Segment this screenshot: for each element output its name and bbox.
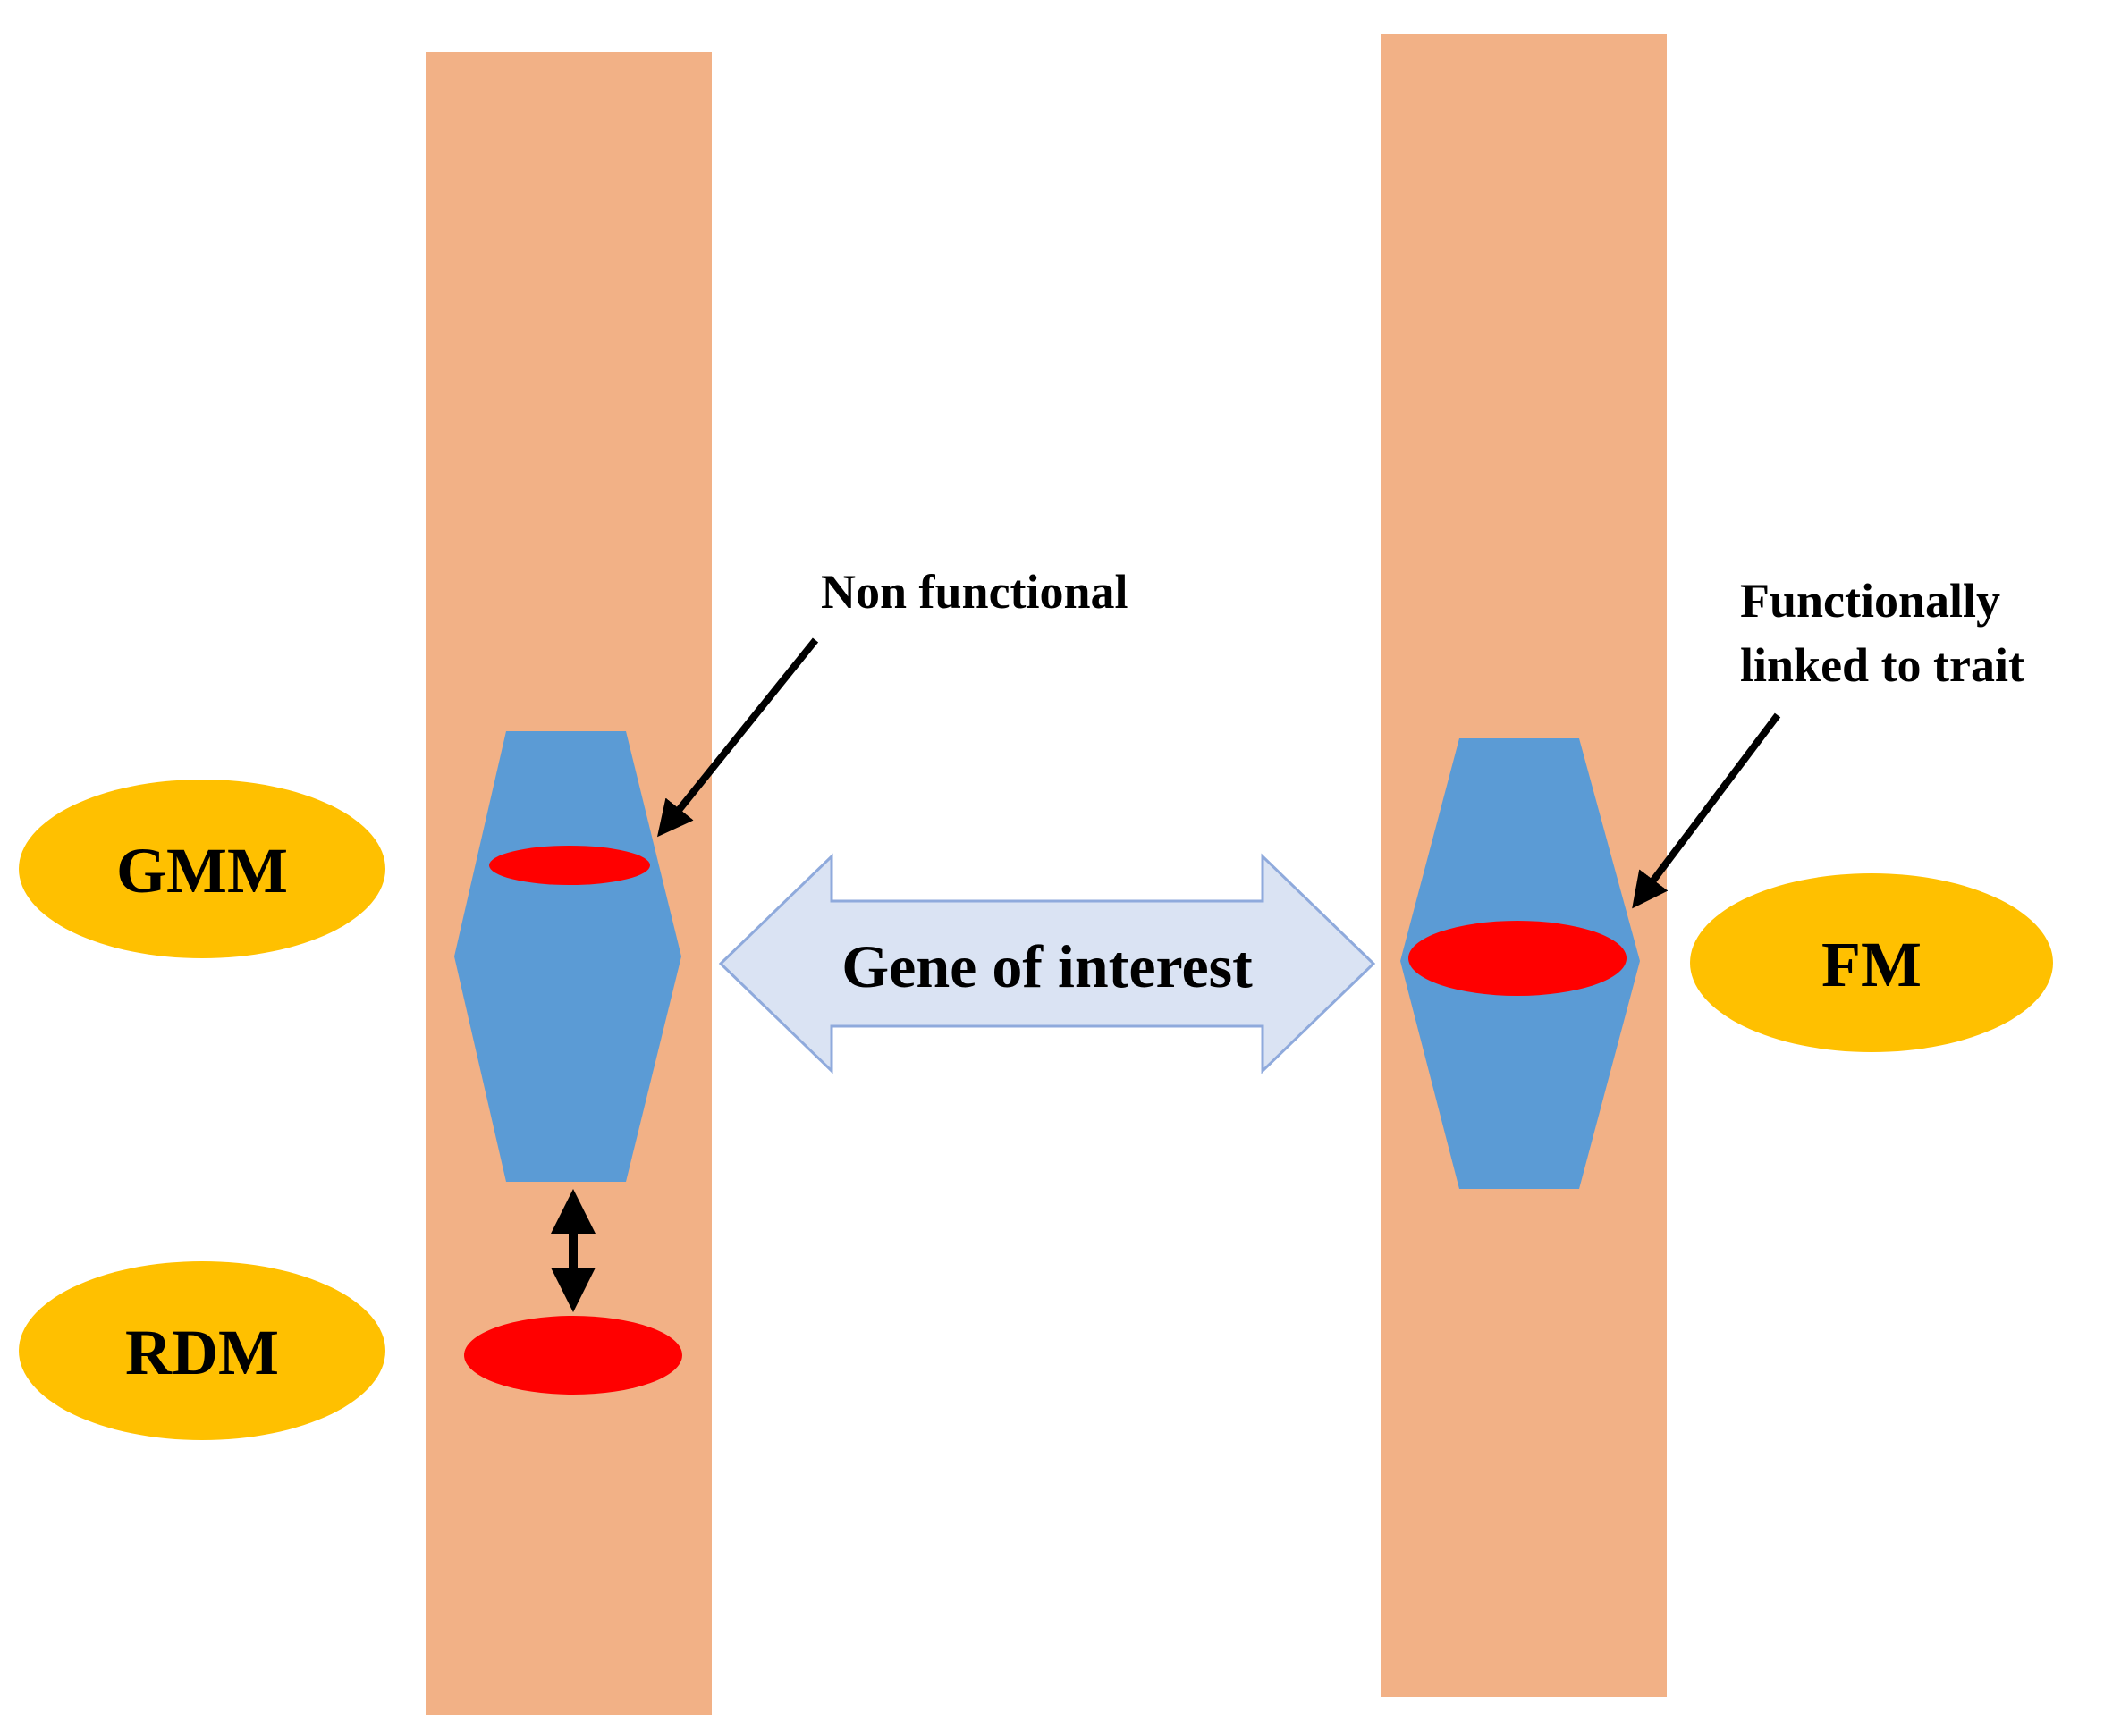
- fm-ellipse: [1690, 873, 2053, 1052]
- functionally-linked-arrow: [1632, 712, 1781, 909]
- gene-of-interest-label: Gene of interest: [841, 932, 1253, 1000]
- non-functional-label: Non functional: [821, 565, 1128, 619]
- rdm-marker: [464, 1316, 682, 1395]
- gmm-label: GMM: [116, 835, 288, 906]
- fm-label: FM: [1821, 929, 1922, 1000]
- left-gene-marker: [489, 846, 650, 885]
- gmm-ellipse: [19, 780, 385, 958]
- right-gene-marker: [1408, 921, 1627, 996]
- rdm-ellipse: [19, 1261, 385, 1440]
- left-gene-block: [454, 731, 681, 1182]
- functionally-linked-label-line1: Functionally: [1740, 574, 2000, 628]
- functionally-linked-label-line2: linked to trait: [1740, 638, 2024, 692]
- rdm-label: RDM: [125, 1317, 279, 1388]
- non-functional-arrow: [656, 637, 819, 838]
- gene-of-interest-double-arrow: [718, 853, 1376, 1074]
